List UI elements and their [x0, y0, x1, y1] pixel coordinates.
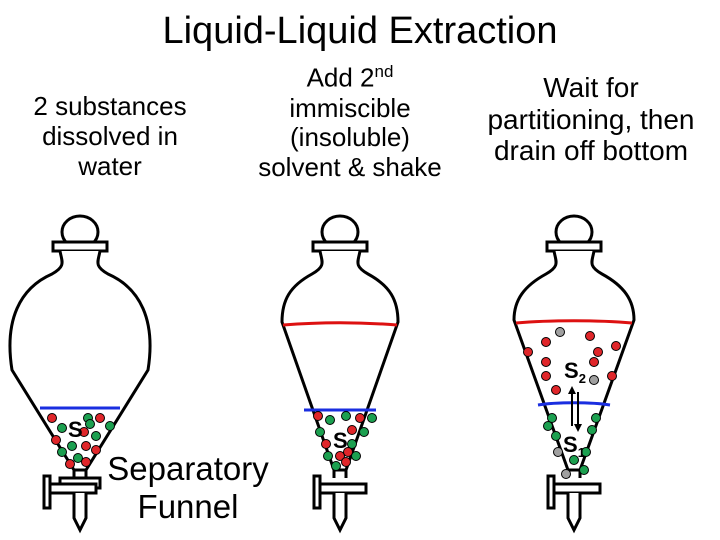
particle: [341, 411, 351, 421]
particle: [325, 415, 335, 425]
step2-superscript: nd: [374, 62, 394, 81]
particle: [81, 441, 91, 451]
particle: [587, 425, 597, 435]
s-marker-2: S: [333, 428, 348, 453]
arrowhead-down-icon: [574, 424, 582, 432]
particle: [105, 421, 115, 431]
particle: [51, 435, 61, 445]
particle: [355, 413, 365, 423]
s1-main: S: [563, 432, 578, 457]
particle: [589, 375, 599, 385]
particle: [85, 419, 95, 429]
s-marker-1: S: [68, 417, 83, 442]
particle: [547, 413, 557, 423]
step2-line: immiscible: [289, 92, 411, 123]
particle: [343, 447, 353, 457]
step3-line: Wait for: [543, 72, 639, 103]
step3-caption: Wait for partitioning, then drain off bo…: [462, 72, 720, 167]
step1-line: 2 substances: [33, 91, 187, 121]
particle: [541, 337, 551, 347]
particle: [323, 451, 333, 461]
particle: [67, 441, 77, 451]
particle: [593, 347, 603, 357]
step1-line: water: [78, 150, 142, 181]
funnel-2: [280, 214, 400, 534]
arrowhead-up-icon: [568, 386, 576, 394]
particle: [65, 459, 75, 469]
step1-caption: 2 substances dissolved in water: [0, 91, 220, 182]
funnel-label: Separatory Funnel: [92, 450, 284, 526]
step2-line1-text: Add 2: [306, 62, 375, 93]
particle: [555, 327, 565, 337]
particle: [91, 431, 101, 441]
particle: [315, 427, 325, 437]
particle: [523, 347, 533, 357]
particle: [553, 447, 563, 457]
funnel-1: [8, 214, 152, 534]
step2-line: solvent & shake: [258, 152, 442, 183]
s1-sub: 1: [578, 445, 585, 460]
step3-line: drain off bottom: [493, 135, 689, 167]
particle: [581, 447, 591, 457]
particle: [551, 431, 561, 441]
particle: [561, 469, 571, 479]
step1-line: dissolved in: [42, 120, 178, 151]
solute-particles: [47, 327, 621, 479]
particle: [95, 413, 105, 423]
particle: [541, 371, 551, 381]
step2-line: (insoluble): [290, 122, 410, 153]
particle: [579, 465, 589, 475]
s2-marker: S2: [564, 358, 586, 386]
solvent-layer-line: [282, 321, 398, 327]
particle: [607, 371, 617, 381]
funnel-label-line: Separatory: [107, 450, 269, 487]
particle: [79, 427, 89, 437]
particle: [585, 331, 595, 341]
particle: [57, 447, 67, 457]
particle: [57, 423, 67, 433]
particle: [543, 421, 553, 431]
solvent-layer-line: [515, 319, 633, 325]
step2-line: Add 2nd: [225, 62, 475, 94]
particle: [347, 439, 357, 449]
particle: [313, 411, 323, 421]
particle: [591, 413, 601, 423]
step2-caption: Add 2nd immiscible (insoluble) solvent &…: [225, 62, 475, 183]
particle: [91, 445, 101, 455]
funnel-3: [512, 214, 636, 534]
particle: [367, 413, 377, 423]
s2-sub: 2: [579, 371, 586, 386]
s1-marker: S1: [563, 432, 585, 460]
s2-main: S: [564, 358, 579, 383]
particle: [589, 357, 599, 367]
particle: [347, 425, 357, 435]
aqueous-layer-line: [537, 401, 611, 407]
particle: [335, 451, 345, 461]
page-title: Liquid-Liquid Extraction: [162, 10, 558, 52]
particle: [551, 385, 561, 395]
particle: [331, 461, 341, 471]
particle: [73, 453, 83, 463]
particle: [81, 457, 91, 467]
particle: [321, 439, 331, 449]
particle: [569, 455, 579, 465]
step3-line: partitioning, then: [487, 103, 695, 135]
particle: [47, 413, 57, 423]
funnel-label-line: Funnel: [137, 487, 239, 525]
particle: [359, 427, 369, 437]
particle: [341, 457, 351, 467]
particle: [351, 451, 361, 461]
particle: [541, 357, 551, 367]
particle: [611, 341, 621, 351]
